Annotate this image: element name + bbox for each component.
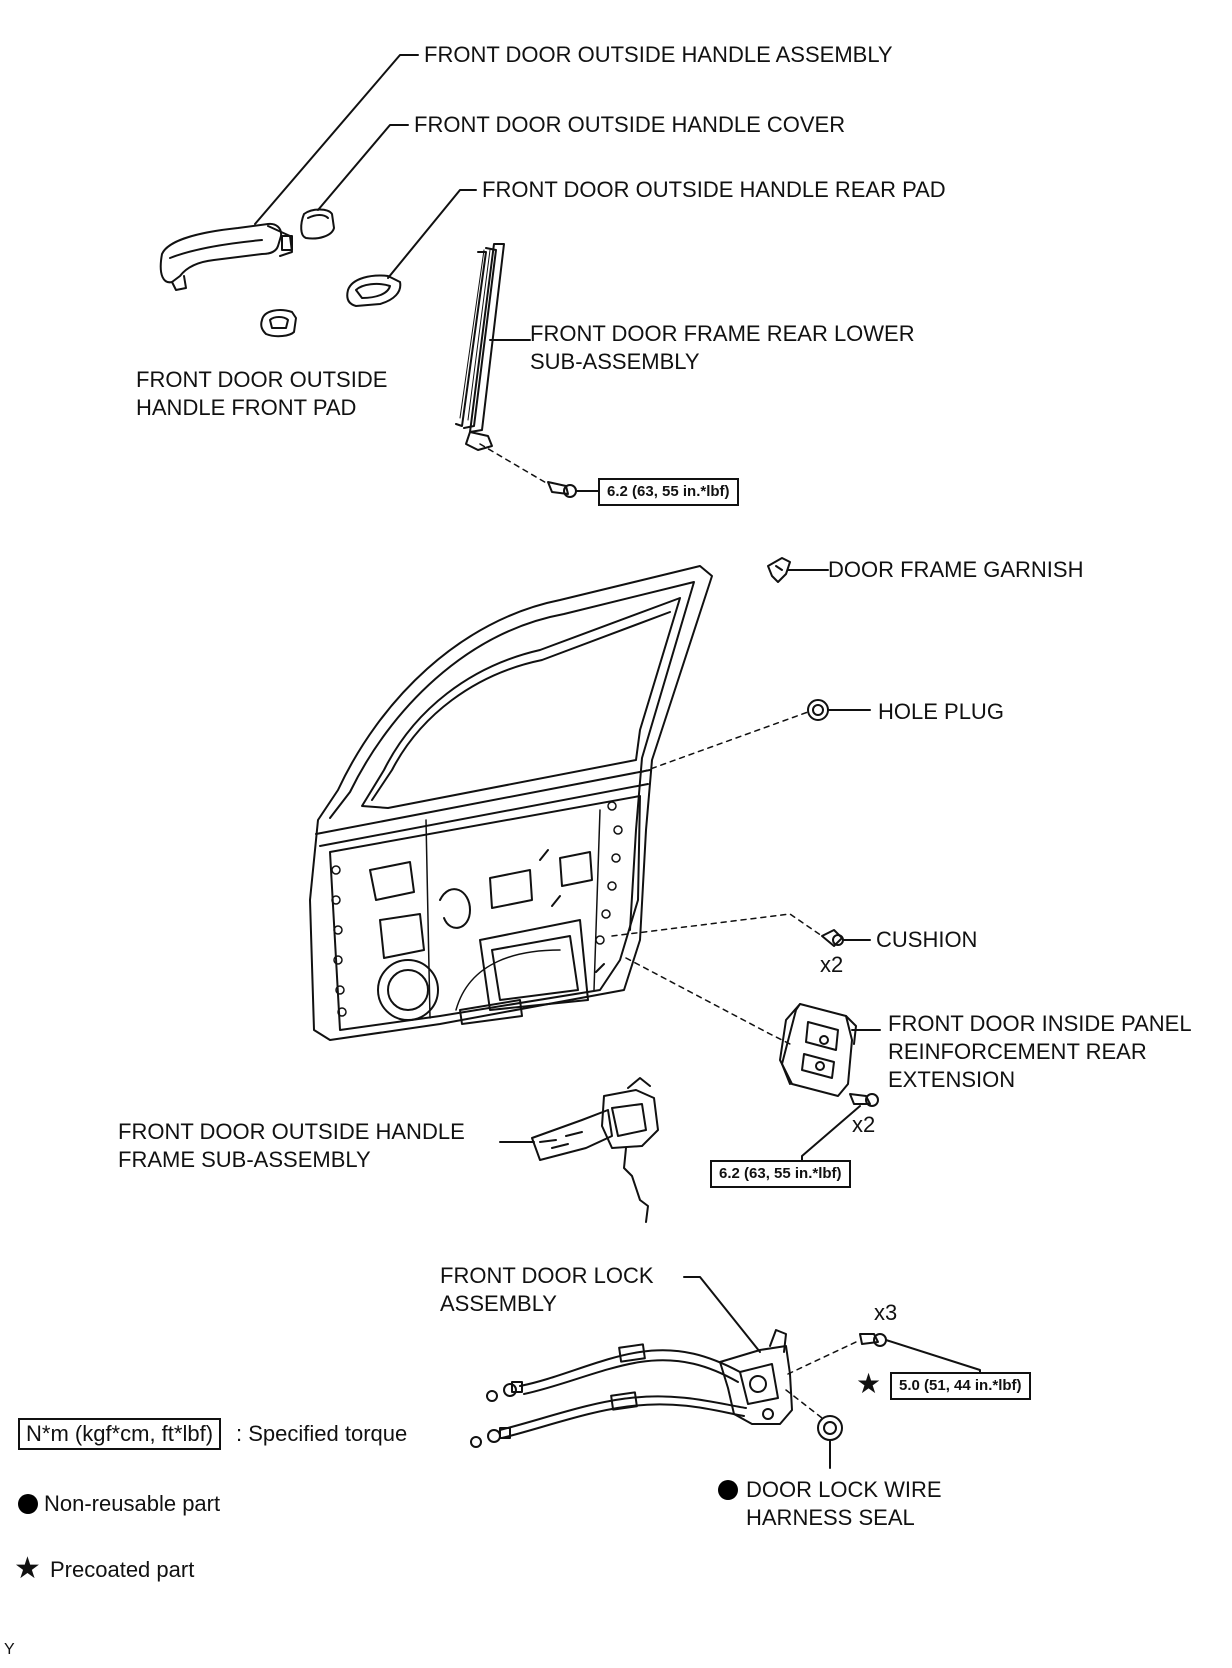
door-lock-drawing	[470, 1329, 793, 1448]
dash-frame-bolt	[479, 443, 549, 485]
legend-dot-icon	[18, 1494, 38, 1519]
qty-extension-bolt: x2	[852, 1112, 876, 1137]
door-panel-drawing	[309, 565, 713, 1041]
label-door-lock-line1: FRONT DOOR LOCK	[440, 1263, 654, 1288]
dash-cushion	[611, 913, 823, 937]
extension-bolt-drawing	[849, 1093, 879, 1107]
legend-torque-text: : Specified torque	[236, 1421, 408, 1446]
label-wire-seal-line2: HARNESS SEAL	[746, 1505, 915, 1530]
label-wire-seal-line1: DOOR LOCK WIRE	[746, 1477, 942, 1502]
handle-front-pad-drawing	[260, 309, 297, 338]
cushion-drawing	[821, 929, 844, 947]
label-hole-plug: HOLE PLUG	[878, 699, 1004, 724]
torque-extension-bolt: 6.2 (63, 55 in.*lbf)	[710, 1160, 851, 1188]
leader-handle-cover	[317, 124, 409, 211]
label-door-frame-garnish: DOOR FRAME GARNISH	[828, 557, 1084, 582]
label-frame-rear-lower-line1: FRONT DOOR FRAME REAR LOWER	[530, 321, 915, 346]
legend-torque-box: N*m (kgf*cm, ft*lbf)	[18, 1418, 222, 1450]
handle-assembly-drawing	[159, 222, 293, 291]
label-cushion: CUSHION	[876, 927, 978, 952]
non-reusable-dot-icon	[718, 1480, 738, 1505]
qty-cushion: x2	[820, 952, 844, 977]
precoated-star-icon: ★	[856, 1368, 882, 1399]
label-handle-front-pad-line2: HANDLE FRONT PAD	[136, 395, 357, 420]
label-handle-cover: FRONT DOOR OUTSIDE HANDLE COVER	[414, 112, 846, 137]
label-frame-rear-lower-line2: SUB-ASSEMBLY	[530, 349, 700, 374]
torque-lock-screw: 5.0 (51, 44 in.*lbf)	[890, 1372, 1031, 1400]
dash-wire-seal	[785, 1389, 823, 1419]
wire-harness-seal-drawing	[817, 1415, 843, 1441]
corner-code: Y	[4, 1641, 15, 1658]
leader-handle-rear-pad	[387, 189, 477, 279]
qty-lock-screw: x3	[874, 1300, 898, 1325]
leader-door-lock	[683, 1276, 761, 1353]
frame-bolt-drawing	[547, 481, 577, 498]
label-inside-panel-line2: REINFORCEMENT REAR	[888, 1039, 1147, 1064]
label-door-lock-line2: ASSEMBLY	[440, 1291, 557, 1316]
dash-inside-panel	[625, 957, 791, 1045]
label-inside-panel-line1: FRONT DOOR INSIDE PANEL	[888, 1011, 1192, 1036]
handle-frame-drawing	[531, 1077, 659, 1223]
legend-precoated: Precoated part	[50, 1557, 195, 1582]
leader-handle-assembly	[254, 54, 419, 225]
label-handle-rear-pad: FRONT DOOR OUTSIDE HANDLE REAR PAD	[482, 177, 946, 202]
label-inside-panel-line3: EXTENSION	[888, 1067, 1016, 1092]
handle-rear-pad-drawing	[346, 274, 402, 307]
label-handle-frame-line1: FRONT DOOR OUTSIDE HANDLE	[118, 1119, 465, 1144]
torque-frame-bolt: 6.2 (63, 55 in.*lbf)	[598, 478, 739, 506]
label-handle-front-pad-line1: FRONT DOOR OUTSIDE	[136, 367, 388, 392]
dash-hole-plug	[641, 711, 809, 773]
door-frame-garnish-drawing	[767, 557, 791, 583]
hole-plug-drawing	[807, 699, 829, 721]
legend-star-icon: ★	[14, 1552, 41, 1585]
frame-rear-lower-drawing	[455, 243, 505, 451]
dash-lock-screw	[787, 1341, 857, 1375]
inside-panel-extension-drawing	[779, 1003, 857, 1097]
label-handle-frame-line2: FRAME SUB-ASSEMBLY	[118, 1147, 371, 1172]
label-handle-assembly: FRONT DOOR OUTSIDE HANDLE ASSEMBLY	[424, 42, 893, 67]
lock-screw-drawing	[859, 1333, 887, 1347]
handle-cover-drawing	[300, 208, 335, 240]
legend-non-reusable: Non-reusable part	[44, 1491, 221, 1516]
